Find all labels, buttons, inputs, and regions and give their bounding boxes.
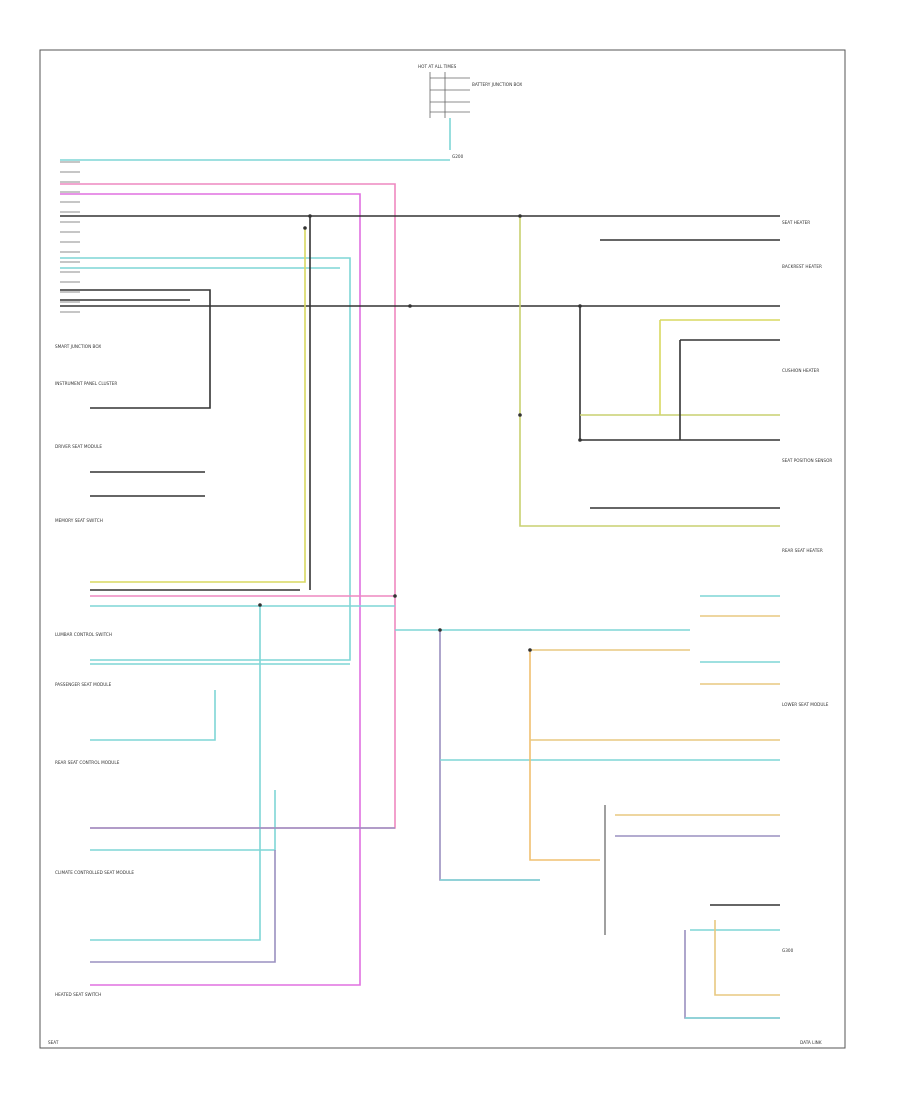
bottom-right-label: DATA LINK — [800, 1040, 822, 1045]
splice-dot — [518, 413, 522, 417]
passenger-seat-label: PASSENGER SEAT MODULE — [55, 682, 112, 687]
wire-black-loop — [60, 289, 211, 409]
wire-magenta — [60, 193, 361, 986]
wire-violet-r4 — [684, 930, 780, 1019]
backrest-heater-label: BACKREST HEATER — [782, 264, 822, 269]
lower-module-label: LOWER SEAT MODULE — [782, 702, 829, 707]
splice-dot — [303, 226, 307, 230]
lumbar-label: LUMBAR CONTROL SWITCH — [55, 632, 112, 637]
splice-dot — [578, 304, 582, 308]
splice-dot — [518, 214, 522, 218]
wire-lt-blue-l2 — [90, 690, 216, 741]
wire-lt-blue-l3 — [90, 605, 261, 941]
left-connector-pins — [60, 161, 80, 313]
fuse-block-top: HOT AT ALL TIMES BATTERY JUNCTION BOX G2… — [418, 64, 522, 159]
wire-green-yellow-right — [519, 216, 780, 527]
splice-dot — [393, 594, 397, 598]
wire-violet-center — [439, 630, 540, 881]
wire-tan-r4 — [714, 920, 780, 996]
seat-position-sensor-label: SEAT POSITION SENSOR — [782, 458, 832, 463]
splice-dot — [308, 214, 312, 218]
hot-label: HOT AT ALL TIMES — [418, 64, 457, 69]
bottom-left-label: SEAT — [48, 1040, 59, 1045]
diagram-frame — [39, 49, 846, 1049]
ipc-label: INSTRUMENT PANEL CLUSTER — [55, 381, 117, 386]
splice-dot — [528, 648, 532, 652]
rear-seat-control-label: REAR SEAT CONTROL MODULE — [55, 760, 120, 765]
ground-right-label: G300 — [782, 948, 794, 953]
heated-seat-switch-label: HEATED SEAT SWITCH — [55, 992, 101, 997]
smart-jb-label: SMART JUNCTION BOX — [55, 344, 101, 349]
wire-pink-top — [60, 183, 396, 829]
wire-orange — [529, 650, 600, 861]
rear-seat-heater-label: REAR SEAT HEATER — [782, 548, 823, 553]
seat-heater-label: SEAT HEATER — [782, 220, 810, 225]
climate-seat-label: CLIMATE CONTROLLED SEAT MODULE — [55, 870, 134, 875]
splice-dot — [258, 603, 262, 607]
wire-lt-blue-2 — [60, 257, 351, 661]
memory-switch-label: MEMORY SEAT SWITCH — [55, 518, 103, 523]
wires — [60, 159, 780, 1019]
wire-violet-l1 — [90, 850, 276, 963]
wire-yellow — [90, 228, 306, 583]
cushion-heater-label: CUSHION HEATER — [782, 368, 819, 373]
wire-lt-blue-l4 — [90, 790, 276, 851]
splice-dot — [578, 438, 582, 442]
fuse-block-label: BATTERY JUNCTION BOX — [472, 82, 522, 87]
splice-dot — [408, 304, 412, 308]
splice-dot — [438, 628, 442, 632]
ground-left-label: G200 — [452, 154, 464, 159]
component-labels: SMART JUNCTION BOX INSTRUMENT PANEL CLUS… — [48, 220, 832, 1045]
driver-seat-label: DRIVER SEAT MODULE — [55, 444, 102, 449]
